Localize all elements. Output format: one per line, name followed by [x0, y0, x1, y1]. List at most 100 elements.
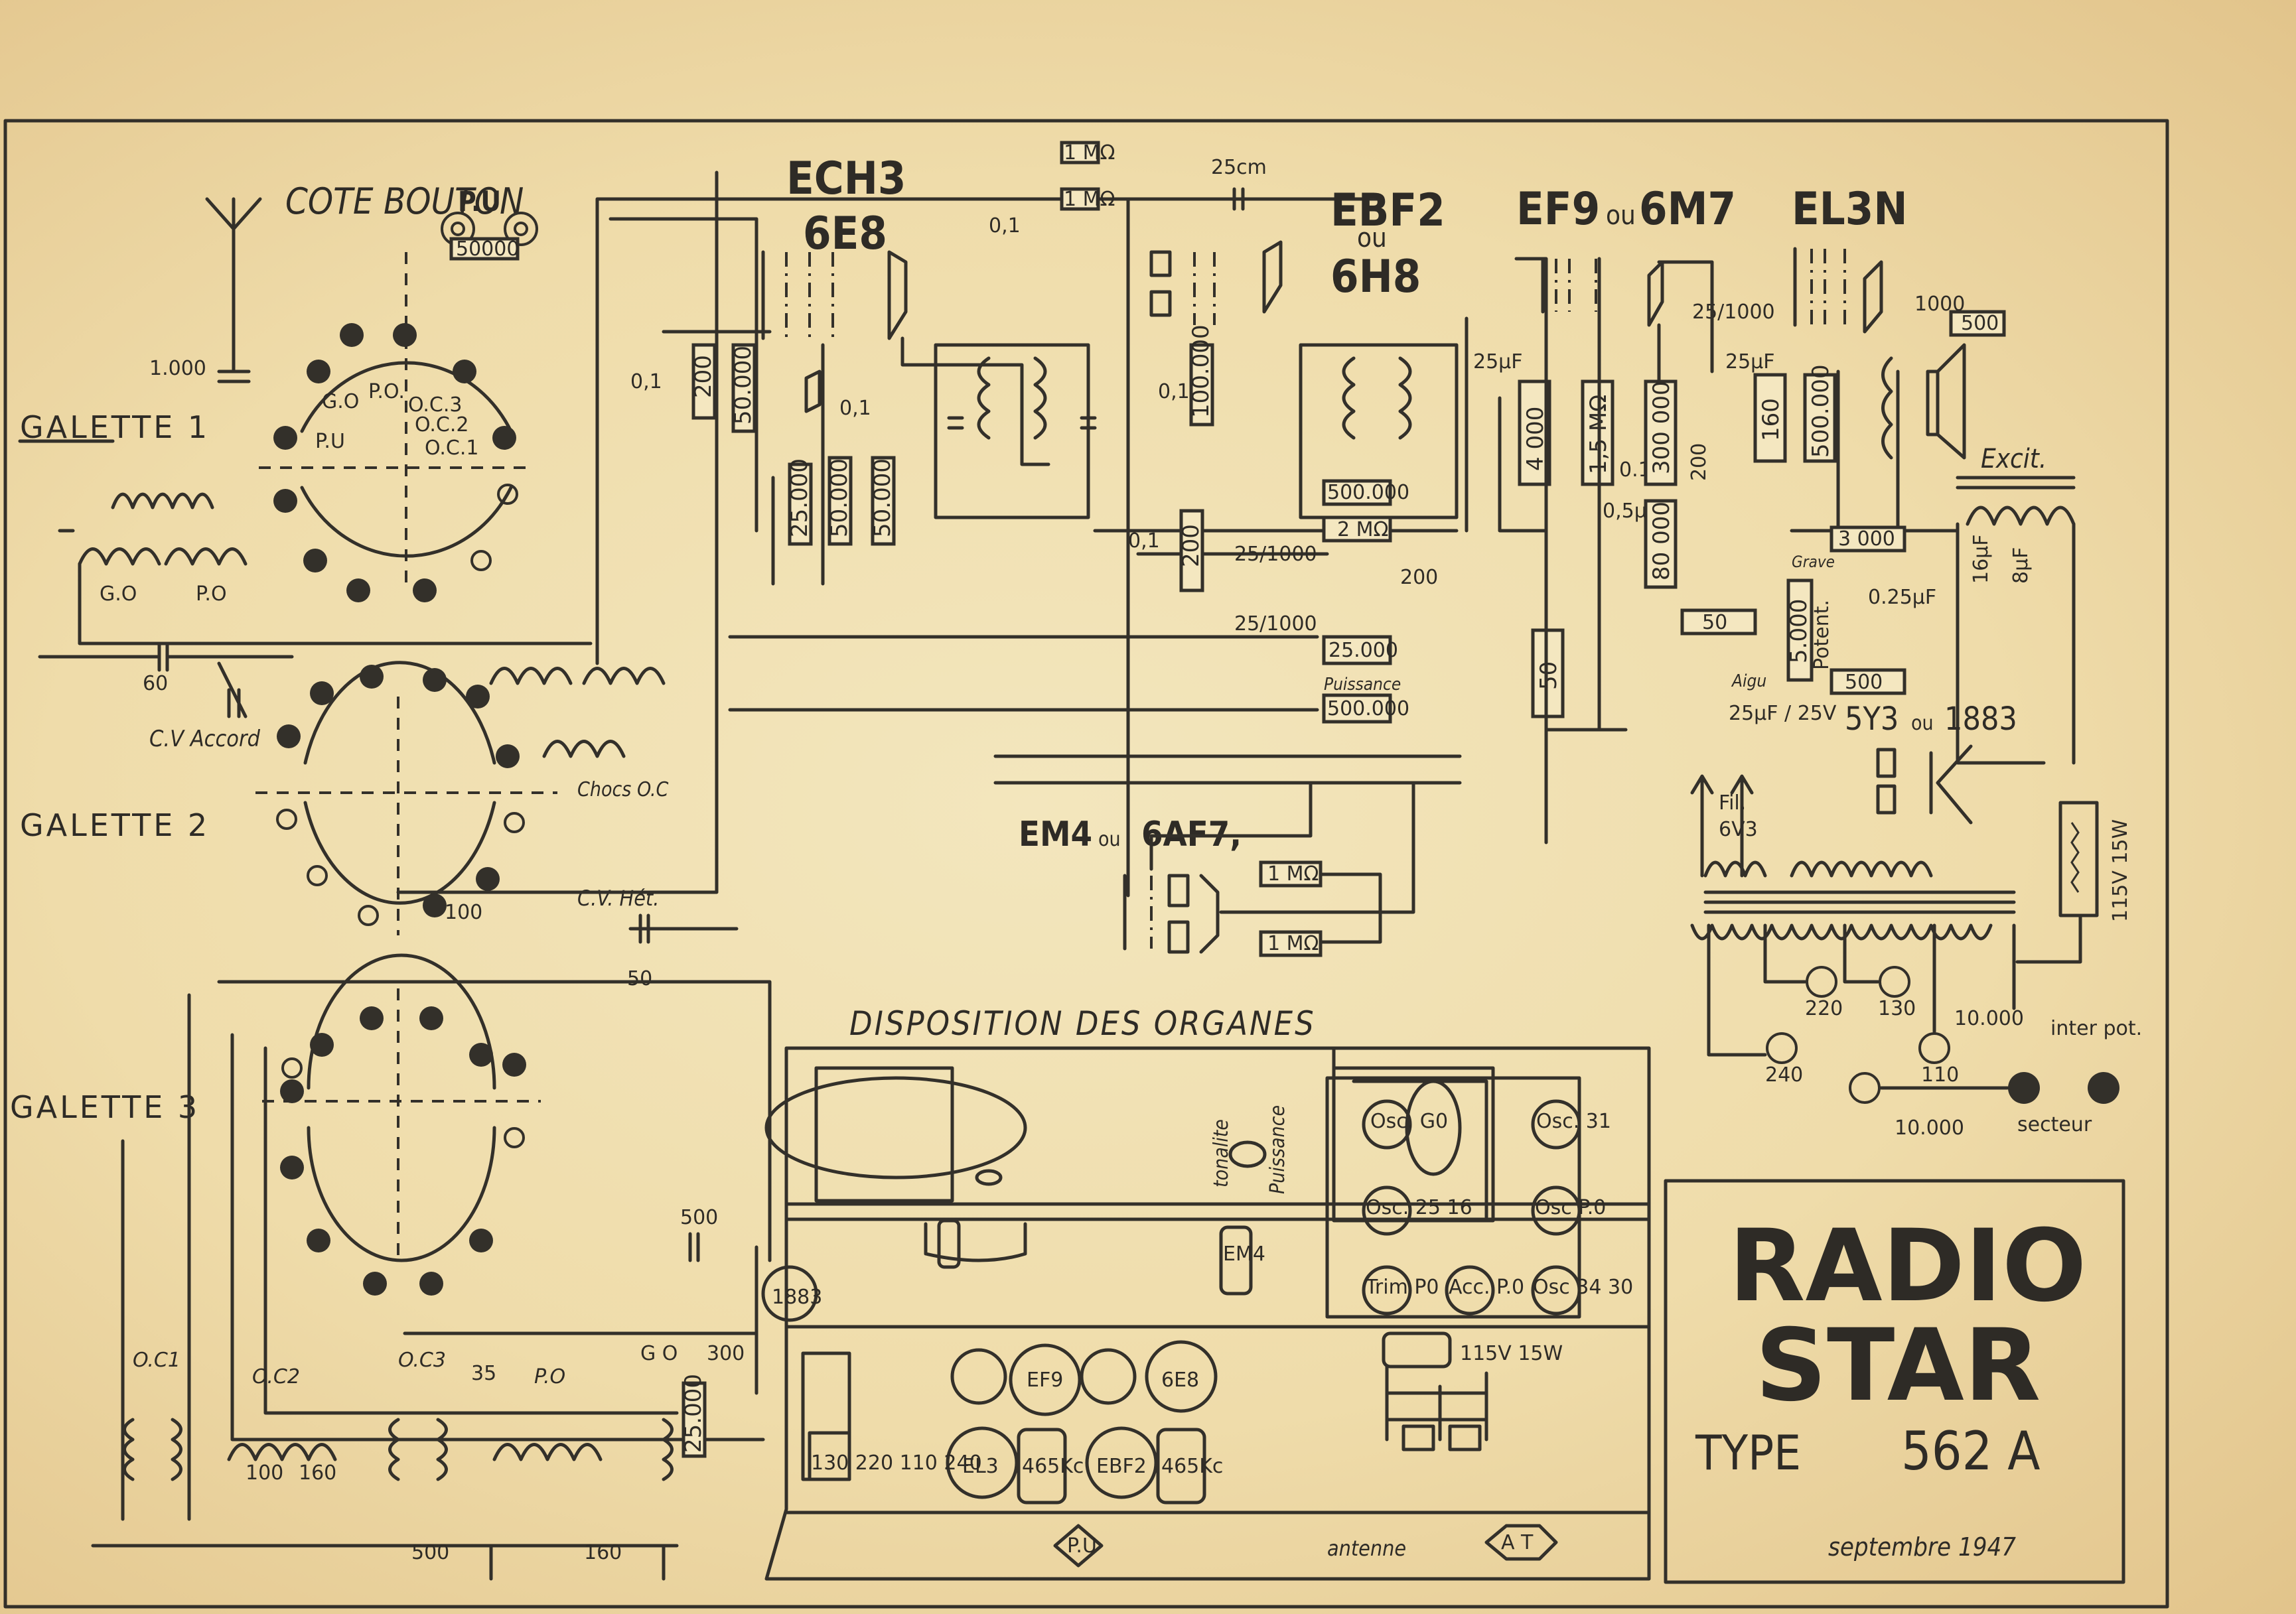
- resistor-300k: [1644, 379, 1678, 486]
- oc2-label: O.C2: [252, 1365, 300, 1388]
- resistor-500k-b-value: 500.000: [1808, 364, 1834, 458]
- tap-130-label: 130: [1878, 997, 1916, 1020]
- mains-terminal-1[interactable]: [2008, 1072, 2040, 1104]
- knob-tonalite[interactable]: [1228, 1140, 1267, 1168]
- puissance-label: Puissance: [1324, 675, 1401, 695]
- lamp-filament: [2070, 822, 2080, 893]
- galette-1-pos-po: P.O.: [368, 380, 405, 403]
- layout-el3-label: EL3: [962, 1455, 999, 1478]
- resistor-3000: [1830, 525, 1906, 553]
- galette-1-pos-pu: P.U: [315, 430, 345, 453]
- capacitor-25cm: [1232, 187, 1245, 211]
- cv-accord-label: C.V Accord: [149, 726, 261, 752]
- wires-ebf2: [993, 197, 1462, 898]
- wires-g3: [121, 980, 772, 1521]
- tap-220-terminal[interactable]: [1806, 966, 1837, 998]
- resistor-1m-a-value: 1 MΩ: [1064, 141, 1115, 165]
- tube-em4-symbol: [1123, 874, 1220, 954]
- potent-label: Potent.: [1810, 600, 1833, 670]
- lamp-rating-label: 115V 15W: [2109, 819, 2132, 922]
- cap-25-1000-b-label: 25/1000: [1234, 612, 1317, 636]
- resistor-50k-b-value: 50.000: [826, 458, 853, 537]
- cap-01-e-label: 0,1: [1128, 529, 1160, 553]
- volume-pot-500k[interactable]: [1322, 693, 1392, 724]
- cap-60-label: 60: [143, 672, 168, 695]
- brand-line-2: STAR: [1755, 1308, 2041, 1424]
- layout-ebf2-label: EBF2: [1096, 1455, 1147, 1478]
- resistor-2m: [1322, 515, 1392, 543]
- secteur-label: secteur: [2017, 1113, 2092, 1136]
- galette-1-pos-oc3: O.C.3: [408, 393, 463, 417]
- resistor-50k-c-value: 50.000: [869, 458, 896, 537]
- antenna-socket-icon: [1484, 1524, 1558, 1561]
- resistor-g3-25000: [682, 1381, 707, 1458]
- wires-em4: [1149, 781, 1415, 944]
- pu-jack-right: [504, 212, 538, 246]
- wires-ef9: [1465, 257, 1714, 844]
- tube-el3n-label: EL3N: [1792, 183, 1908, 235]
- galette-1-pos-oc2: O.C.2: [415, 413, 469, 437]
- tap-240-terminal[interactable]: [1766, 1032, 1798, 1064]
- tap-110-terminal[interactable]: [1918, 1032, 1950, 1064]
- tube-5y3-ou: ou: [1911, 712, 1934, 735]
- grave-label: Grave: [1792, 553, 1835, 571]
- resistor-500-value: 500: [1961, 312, 1999, 335]
- layout-pu-label: P.U: [1067, 1534, 1097, 1558]
- tube-ebf2-ou: ou: [1357, 223, 1387, 253]
- cap-01-b-label: 0,1: [839, 397, 871, 420]
- type-label: TYPE: [1695, 1425, 1801, 1481]
- resistor-25k-value: 25.000: [786, 458, 813, 537]
- cap-label: 1.000: [149, 357, 206, 380]
- date-label: septembre 1947: [1828, 1532, 2016, 1562]
- cap-25cm-label: 25cm: [1211, 156, 1267, 179]
- resistor-100k-value: 100.000: [1188, 324, 1214, 418]
- cap-025uf-label: 0.25µF: [1868, 586, 1936, 609]
- voltage-selector-terminal[interactable]: [1849, 1072, 1881, 1104]
- wires-g2: [396, 170, 739, 944]
- cap-100b-label: 100: [246, 1461, 283, 1485]
- galette-1-switch: [259, 252, 531, 602]
- osc-go-label: Osc. G0: [1370, 1110, 1448, 1133]
- inter-pot-label: inter pot.: [2050, 1017, 2142, 1040]
- tone-pot-5000[interactable]: [1786, 578, 1814, 682]
- cap-25-1000-a-label: 25/1000: [1234, 543, 1317, 566]
- em4-position: [1219, 1225, 1253, 1296]
- layout-em4-label: EM4: [1223, 1243, 1265, 1266]
- aigu-label: Aigu: [1731, 671, 1766, 691]
- coil-box-layout: [1325, 1076, 1581, 1319]
- galette-1-pos-go: G.O: [322, 390, 359, 413]
- oc3-label: O.C3: [398, 1349, 446, 1372]
- tube-6h8-label: 6H8: [1330, 251, 1421, 303]
- cap-50-label: 50: [627, 967, 652, 990]
- cap-16uf-label: 16µF: [1970, 534, 1993, 584]
- tube-ebf2-label: EBF2: [1330, 184, 1445, 237]
- cap-25-1000-c-label: 25/1000: [1692, 301, 1775, 324]
- tube-ef9-label: EF9: [1516, 183, 1600, 235]
- chocs-oc-coil: [542, 740, 626, 758]
- resistor-g3-value: 25.000: [680, 1374, 707, 1453]
- cap-25uf-25v-label: 25µF / 25V: [1729, 702, 1837, 725]
- tube-6e8-label: 6E8: [803, 208, 887, 260]
- oc-coils: [489, 667, 666, 685]
- resistor-160: [1753, 373, 1787, 463]
- layout-volt-sel-label: 130 220 110 240: [811, 1451, 982, 1475]
- excit-label: Excit.: [1981, 444, 2046, 474]
- galette-3-label: GALETTE 3: [10, 1089, 200, 1125]
- resistor-1m-em-a-value: 1 MΩ: [1267, 862, 1319, 886]
- osc-po-label: Osc P.0: [1535, 1196, 1606, 1219]
- resistor-1m-em-b-value: 1 MΩ: [1267, 932, 1319, 955]
- go-po-coils: [78, 547, 248, 566]
- resistor-50k-a: [731, 343, 756, 433]
- tube-ebf2-symbol: [1126, 240, 1283, 327]
- coil-po-label: P.O: [196, 582, 227, 606]
- capacitor-60: [38, 641, 294, 672]
- capacitor-1000: [217, 370, 251, 383]
- tube-1883-label: 1883: [1944, 701, 2017, 738]
- pu-socket-icon: [1053, 1524, 1104, 1568]
- cap-35-label: 35: [471, 1362, 496, 1385]
- cap-10000-b-label: 10.000: [1895, 1116, 1964, 1140]
- cap-01-a-label: 0,1: [630, 370, 662, 393]
- resistor-25k-b-value: 25.000: [1328, 639, 1398, 662]
- mains-terminal-2[interactable]: [2088, 1072, 2119, 1104]
- tap-130-terminal[interactable]: [1879, 966, 1910, 998]
